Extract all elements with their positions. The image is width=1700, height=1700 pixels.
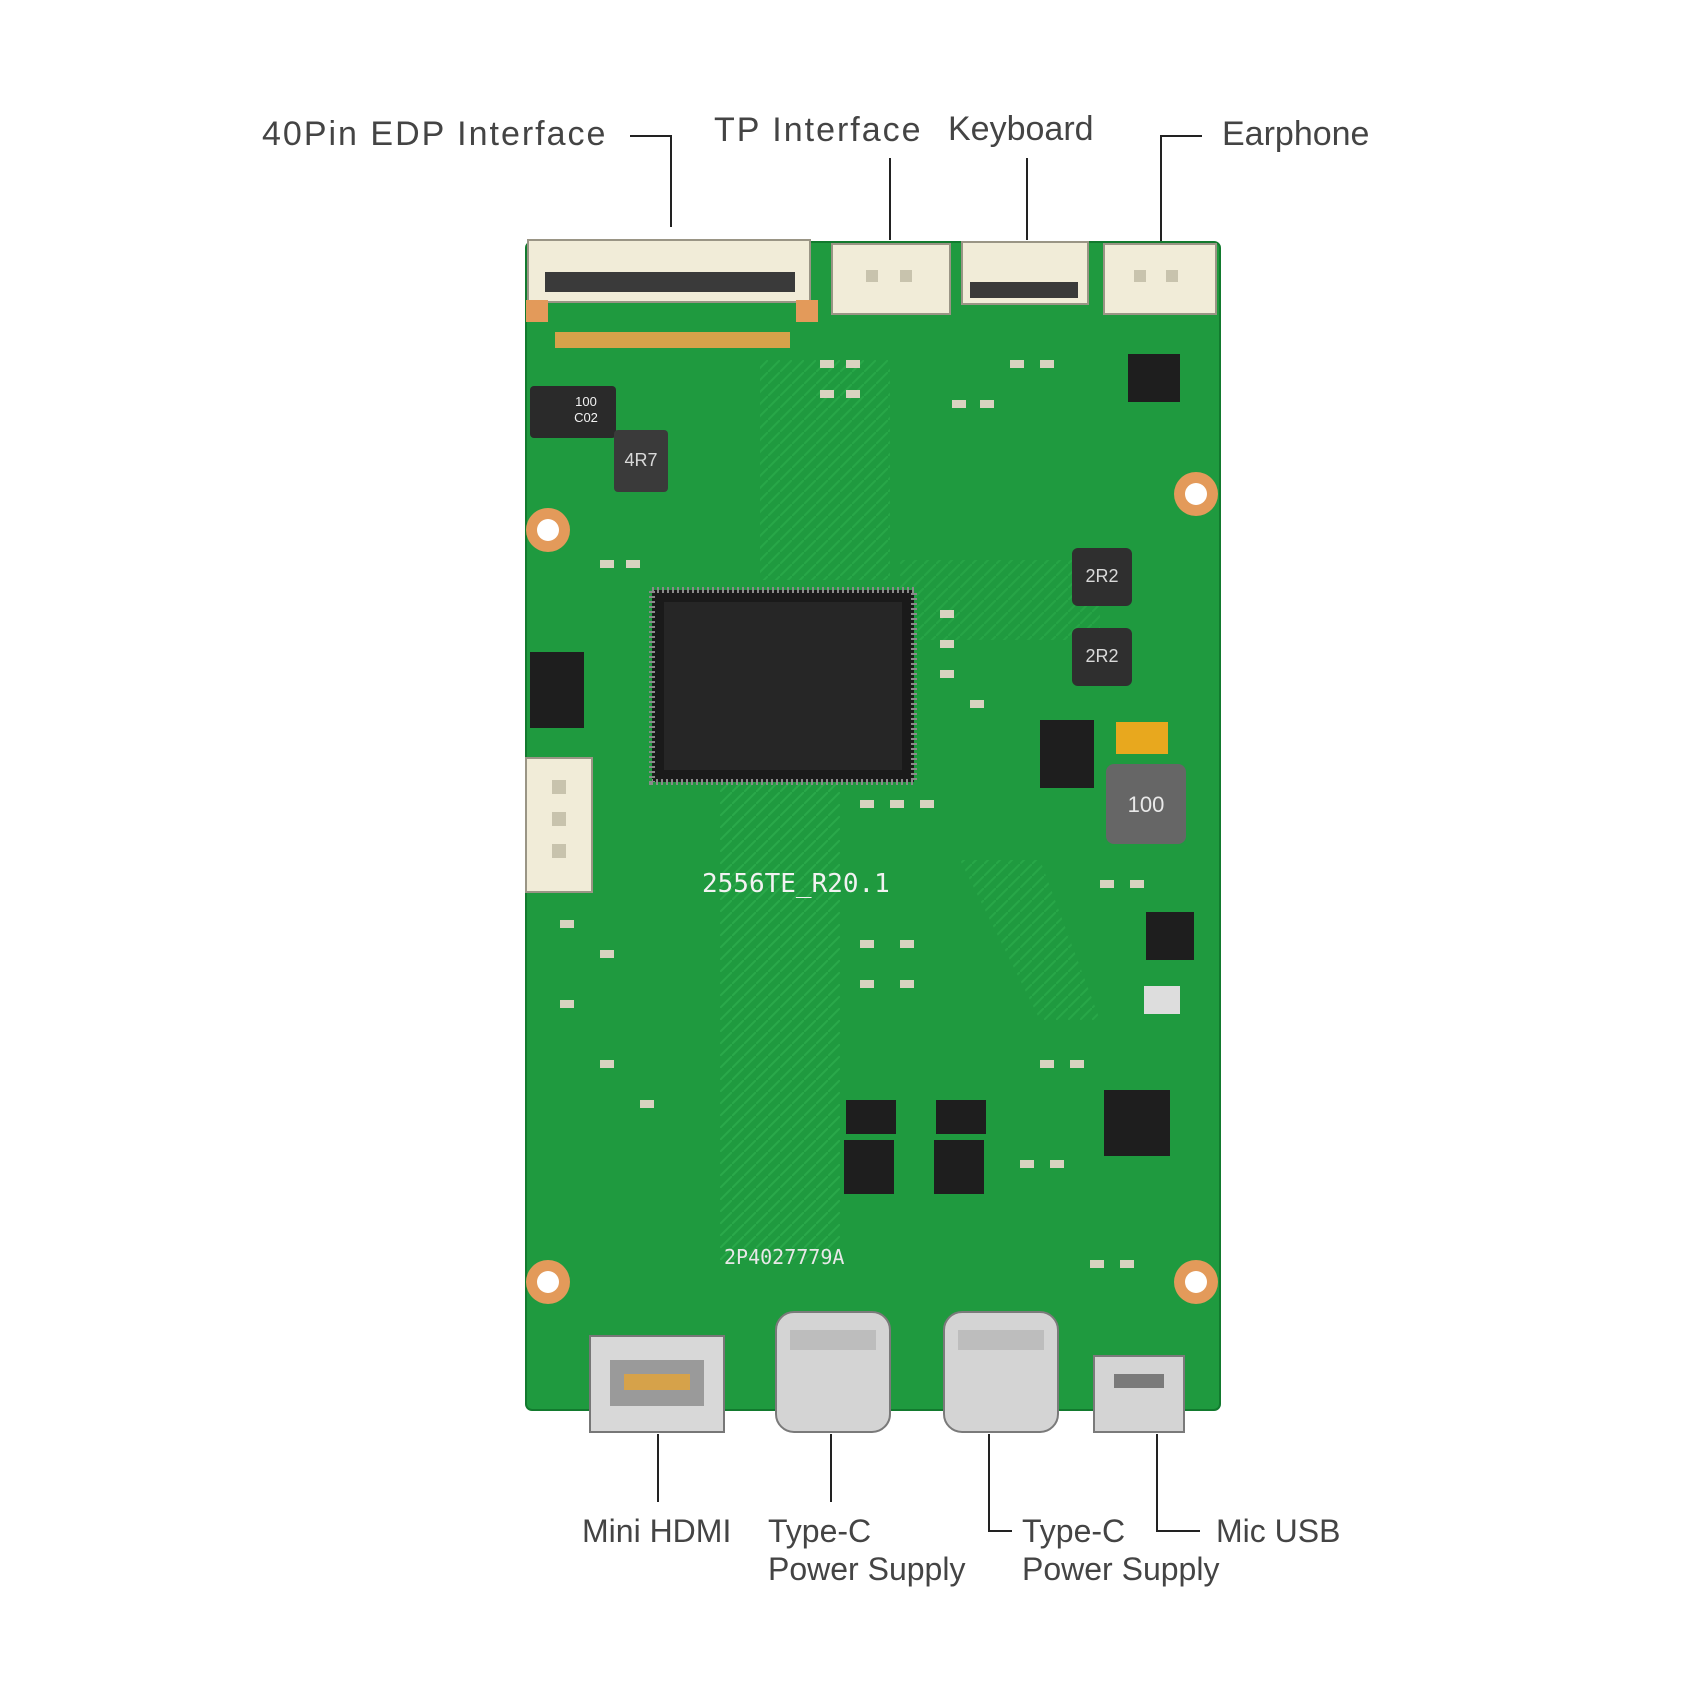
typec1-label-line2: Power Supply [768, 1551, 966, 1588]
trace-bundle [900, 560, 1100, 640]
keyboard-label: Keyboard [948, 110, 1094, 148]
connector-icon [1103, 243, 1217, 315]
keyboard-leader [1026, 158, 1028, 240]
main-chip-body [664, 602, 902, 770]
side-pin [552, 780, 566, 794]
ic-component [1040, 720, 1094, 788]
inductor-2r2-a-text: 2R2 [1085, 566, 1118, 586]
earphone-pin [1166, 270, 1178, 282]
keyboard-connector-slot [970, 282, 1078, 298]
copper-pad [796, 300, 818, 322]
inductor-component [614, 430, 668, 492]
edp-pin-row [555, 332, 790, 348]
mini-hdmi-leader [657, 1434, 659, 1502]
tp-leader [889, 158, 891, 240]
mount-hole-icon [526, 508, 570, 552]
copper-pad [526, 300, 548, 322]
mic-usb-leader-v [1156, 1434, 1158, 1532]
ic-component [1104, 1090, 1170, 1156]
tantalum-cap [1116, 722, 1168, 754]
connector-icon [831, 243, 951, 315]
typec2-label-line2: Power Supply [1022, 1551, 1220, 1588]
typec1-label-line1: Type-C [768, 1513, 872, 1549]
typec2-leader-v [988, 1434, 990, 1532]
tp-pin [900, 270, 912, 282]
mini-hdmi-port [589, 1335, 725, 1433]
inductor-4r7-text: 4R7 [624, 450, 657, 470]
passive-components [560, 360, 1144, 1268]
typec2-label: Type-C Power Supply [1022, 1512, 1219, 1589]
part-number-text: 2P4027779A [724, 1245, 844, 1269]
mosfet-component [936, 1100, 986, 1134]
board-id-text: 2556TE_R20.1 [702, 869, 890, 899]
micro-usb-port [1093, 1355, 1185, 1433]
ic-component [1128, 354, 1180, 402]
typec2-label-line1: Type-C [1022, 1513, 1126, 1549]
connector-icon [527, 239, 811, 303]
edp-leader-h [630, 135, 672, 137]
mosfet-component [844, 1140, 894, 1194]
trace-bundle [720, 760, 840, 1260]
edp-leader-v [670, 135, 672, 227]
side-pin [552, 844, 566, 858]
capacitor-text-top: 100 [575, 394, 597, 409]
typec2-leader-h [988, 1530, 1012, 1532]
mount-hole-icon [1174, 1260, 1218, 1304]
earphone-leader-v [1160, 135, 1162, 241]
crystal-component [1144, 986, 1180, 1014]
capacitor-component [530, 386, 616, 438]
tp-interface-label: TP Interface [714, 111, 923, 149]
inductor-2r2-b-text: 2R2 [1085, 646, 1118, 666]
earphone-label: Earphone [1222, 115, 1370, 153]
inductor-component [1072, 548, 1132, 606]
ic-component [1146, 912, 1194, 960]
inductor-component [1072, 628, 1132, 686]
mic-usb-label: Mic USB [1216, 1513, 1341, 1549]
mosfet-component [934, 1140, 984, 1194]
earphone-pin [1134, 270, 1146, 282]
inductor-component [1106, 764, 1186, 844]
capacitor-text-bottom: C02 [574, 410, 598, 425]
typec1-label: Type-C Power Supply [768, 1512, 965, 1589]
mini-hdmi-label: Mini HDMI [582, 1513, 732, 1549]
type-c-port-2 [943, 1311, 1059, 1433]
mount-hole-icon [1174, 472, 1218, 516]
typec1-leader [830, 1434, 832, 1502]
mount-hole-icon [526, 1260, 570, 1304]
mic-usb-leader-h [1156, 1530, 1200, 1532]
tp-pin [866, 270, 878, 282]
edp-connector-slot [545, 272, 795, 292]
ic-component [530, 652, 584, 728]
trace-bundle [960, 860, 1100, 1020]
edp-interface-label: 40Pin EDP Interface [262, 115, 608, 153]
inductor-100-text: 100 [1128, 792, 1165, 817]
mosfet-component [846, 1100, 896, 1134]
side-pin [552, 812, 566, 826]
earphone-leader-h [1160, 135, 1202, 137]
type-c-port-1 [775, 1311, 891, 1433]
